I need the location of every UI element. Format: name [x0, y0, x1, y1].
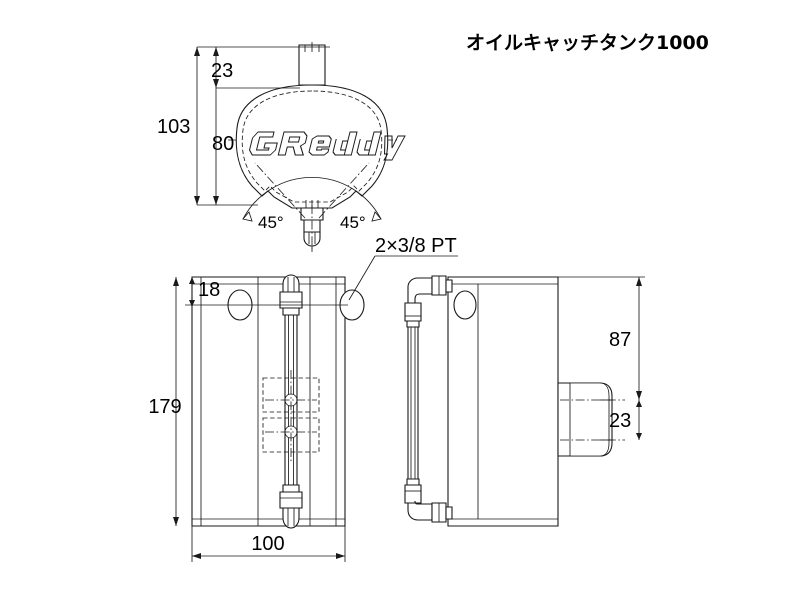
page-title: オイルキャッチタンク1000 — [466, 32, 709, 54]
front-view-group: 179 18 100 — [148, 275, 364, 562]
lower-elbow-upper-nut — [405, 485, 421, 503]
dim-103-arrow-top — [194, 47, 200, 56]
dim-103-label: 103 — [157, 116, 190, 138]
dim-group-179: 179 — [148, 277, 182, 526]
angle-arrow-right — [371, 211, 382, 222]
dim-23s-arrow-top — [636, 400, 642, 407]
dim-angle-right: 45° — [340, 213, 366, 232]
side-sight-tube — [408, 327, 418, 479]
dim-23s-label: 23 — [609, 410, 631, 432]
angle-leader-left — [254, 162, 306, 219]
dim-87-label: 87 — [609, 329, 631, 351]
dim-18-label: 18 — [198, 279, 220, 301]
dim-angle-left: 45° — [258, 213, 284, 232]
angle-leader-right — [318, 162, 370, 219]
dim-100-arrow-right — [336, 553, 345, 559]
dim-group-23-side: 23 — [609, 400, 642, 440]
filler-neck — [299, 45, 325, 85]
dim-87-arrow-bottom — [636, 391, 642, 400]
dim-87-arrow-top — [636, 277, 642, 286]
bracket-inner — [569, 382, 610, 457]
sight-upper-nut — [280, 292, 302, 308]
dim-23s-arrow-bottom — [636, 433, 642, 440]
lower-elbow-thread — [446, 507, 452, 519]
lower-elbow-fitting — [405, 479, 452, 522]
dim-23-arrow-top — [213, 47, 219, 56]
upper-elbow-collar — [407, 321, 419, 327]
dim-179-label: 179 — [148, 396, 181, 418]
dim-group-100: 100 — [191, 526, 346, 562]
upper-elbow-body — [408, 278, 432, 303]
dim-23-label: 23 — [211, 60, 233, 82]
dim-18-arrow-top — [189, 277, 195, 284]
dim-100-label: 100 — [251, 533, 284, 555]
dim-179-arrow-bottom — [173, 517, 179, 526]
dim-18-arrow-bottom — [189, 300, 195, 307]
dim-80-arrow-bottom — [213, 196, 219, 205]
angle-arrow-left — [242, 211, 253, 222]
sight-lower-tip — [283, 508, 299, 528]
sight-upper-collar — [283, 308, 299, 315]
dim-group-103: 103 — [157, 46, 330, 206]
upper-elbow-fitting — [405, 276, 452, 327]
dim-group-23-top: 23 — [211, 47, 300, 89]
side-port-hole — [454, 291, 476, 319]
sight-lower-collar — [283, 485, 299, 492]
mounting-bracket — [558, 383, 625, 456]
port-spec-label: 2×3/8 PT — [375, 235, 457, 257]
lower-elbow-body — [408, 501, 432, 520]
sight-lower-nut — [280, 492, 302, 508]
upper-elbow-lower-nut — [405, 303, 421, 321]
dim-103-arrow-bottom — [194, 196, 200, 205]
dim-group-18: 18 — [185, 277, 348, 307]
front-tank-body — [192, 277, 345, 526]
mid-bracket-upper — [262, 377, 320, 413]
port-spec-callout: 2×3/8 PT — [348, 235, 458, 301]
top-view-group: 45° 45° 103 23 — [157, 42, 406, 252]
callout-leader — [348, 255, 376, 301]
lower-elbow-collar — [407, 479, 419, 485]
side-view-group: 87 23 — [405, 276, 645, 526]
dim-group-87: 87 — [558, 276, 645, 400]
dim-179-arrow-top — [173, 277, 179, 286]
drain-valve — [301, 200, 323, 252]
sight-glass-assembly — [262, 275, 320, 528]
dim-23-arrow-bottom — [213, 79, 219, 88]
greddy-logo — [248, 131, 406, 161]
sight-upper-cap — [283, 275, 299, 292]
upper-elbow-thread — [446, 280, 452, 292]
dim-group-80: 80 — [212, 88, 234, 205]
dim-100-arrow-left — [192, 553, 201, 559]
dim-80-label: 80 — [212, 133, 234, 155]
angle-arc — [242, 176, 382, 220]
